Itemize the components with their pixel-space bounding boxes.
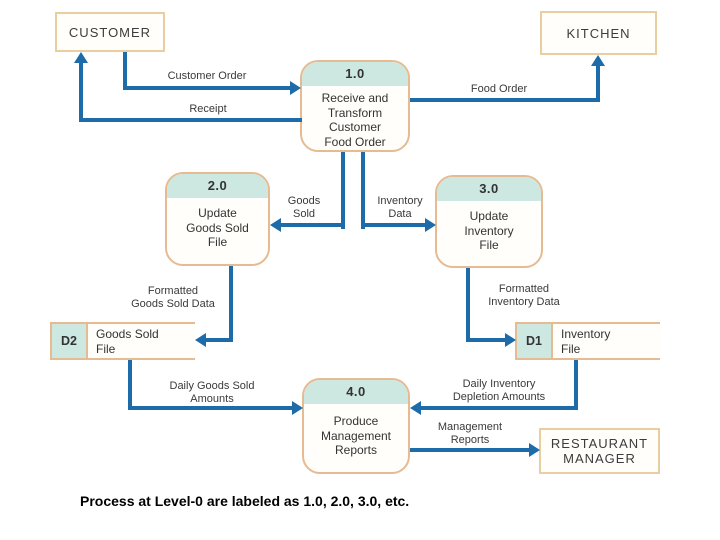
flow-label-management-reports: Management Reports	[412, 421, 528, 447]
data-store-name-line: Goods Sold	[96, 327, 159, 341]
flow-label-line: Sold	[292, 208, 316, 220]
flow-label-line: Food Order	[470, 83, 528, 95]
process-number: 4.0	[304, 380, 408, 406]
flow-label-line: Management	[437, 421, 503, 433]
flow-label-line: Inventory	[377, 195, 423, 207]
flow-line	[410, 448, 530, 452]
process-name-line: Update	[469, 209, 509, 223]
flow-label-line: Customer Order	[167, 70, 247, 82]
data-store-name-line: File	[561, 341, 581, 356]
arrowhead-icon	[505, 333, 516, 347]
arrowhead-icon	[529, 443, 540, 457]
flow-line	[123, 52, 127, 90]
process-3-0: 3.0 Update Inventory File	[435, 175, 543, 268]
flow-label-receipt: Receipt	[158, 103, 258, 116]
arrowhead-icon	[74, 52, 88, 63]
arrowhead-icon	[425, 218, 436, 232]
process-name: Update Goods Sold File	[167, 200, 268, 250]
flow-label-line: Depletion Amounts	[452, 391, 546, 403]
flow-line	[80, 118, 302, 122]
data-store-name-line: Inventory	[561, 327, 611, 341]
process-1-0: 1.0 Receive and Transform Customer Food …	[300, 60, 410, 152]
flow-label-formatted-inventory-data: Formatted Inventory Data	[454, 283, 594, 309]
arrowhead-icon	[591, 55, 605, 66]
flow-label-line: Daily Goods Sold	[169, 380, 255, 392]
flow-label-formatted-goods-sold-data: Formatted Goods Sold Data	[103, 285, 243, 311]
flow-label-line: Goods	[287, 195, 321, 207]
process-name-line: Food Order	[324, 134, 386, 149]
external-entity-kitchen: KITCHEN	[540, 11, 657, 55]
process-name-line: Transform	[327, 105, 383, 120]
process-number: 2.0	[167, 174, 268, 200]
flow-label-line: Goods Sold Data	[131, 298, 215, 310]
process-name-line: Inventory	[464, 223, 514, 238]
process-number: 3.0	[437, 177, 541, 203]
arrowhead-icon	[195, 333, 206, 347]
flow-line	[229, 266, 233, 342]
process-name-line: File	[207, 235, 228, 249]
process-4-0: 4.0 Produce Management Reports	[302, 378, 410, 474]
flow-line	[204, 338, 233, 342]
flow-line	[123, 86, 290, 90]
data-store-d1: D1 Inventory File	[515, 322, 660, 360]
flow-line	[419, 406, 578, 410]
flow-label-line: Reports	[450, 434, 490, 446]
flow-label-line: Daily Inventory	[462, 378, 536, 390]
flow-label-line: Inventory Data	[488, 296, 560, 308]
flow-line	[79, 60, 83, 122]
flow-line	[466, 268, 470, 342]
arrowhead-icon	[290, 81, 301, 95]
flow-line	[361, 223, 426, 227]
flow-line	[341, 152, 345, 229]
data-store-name-line: File	[96, 341, 116, 356]
data-store-id: D2	[52, 324, 88, 358]
flow-line	[279, 223, 345, 227]
arrowhead-icon	[410, 401, 421, 415]
entity-label: CUSTOMER	[68, 24, 152, 40]
data-store-id: D1	[517, 324, 553, 358]
flow-label-line: Amounts	[190, 393, 234, 405]
flow-line	[361, 152, 365, 229]
external-entity-restaurant-manager: RESTAURANT MANAGER	[539, 428, 660, 474]
data-store-name: Inventory File	[553, 324, 610, 358]
process-name-line: Management	[320, 428, 392, 443]
entity-label: KITCHEN	[566, 25, 631, 41]
entity-label: RESTAURANT MANAGER	[550, 436, 649, 466]
flow-line	[410, 98, 600, 102]
process-name-line: Receive and	[321, 91, 389, 105]
flow-line	[466, 338, 507, 342]
flow-label-line: Formatted	[147, 285, 199, 297]
flow-line	[574, 360, 578, 410]
process-name: Produce Management Reports	[304, 406, 408, 458]
flow-label-daily-inventory-depletion-amounts: Daily Inventory Depletion Amounts	[424, 378, 574, 404]
process-name-line: Produce	[333, 414, 379, 428]
process-name: Receive and Transform Customer Food Orde…	[302, 88, 408, 149]
flow-line	[128, 360, 132, 410]
flow-line	[128, 406, 293, 410]
flow-label-line: Data	[388, 208, 412, 220]
process-number: 1.0	[302, 62, 408, 88]
process-name-line: Goods Sold	[186, 220, 249, 235]
process-name-line: Reports	[334, 443, 378, 457]
flow-label-line: Receipt	[189, 103, 227, 115]
arrowhead-icon	[292, 401, 303, 415]
flow-label-goods-sold: Goods Sold	[269, 195, 339, 221]
data-store-name: Goods Sold File	[88, 324, 159, 358]
process-name: Update Inventory File	[437, 203, 541, 253]
process-name-line: Update	[198, 206, 237, 220]
external-entity-customer: CUSTOMER	[55, 12, 165, 52]
process-name-line: File	[479, 238, 499, 252]
flow-label-daily-goods-sold-amounts: Daily Goods Sold Amounts	[142, 380, 282, 406]
flow-label-food-order: Food Order	[449, 83, 549, 96]
flow-line	[596, 63, 600, 102]
process-name-line: Customer	[328, 120, 381, 134]
data-store-d2: D2 Goods Sold File	[50, 322, 195, 360]
process-2-0: 2.0 Update Goods Sold File	[165, 172, 270, 266]
flow-label-line: Formatted	[498, 283, 550, 295]
flow-label-inventory-data: Inventory Data	[360, 195, 440, 221]
flow-label-customer-order: Customer Order	[137, 70, 277, 83]
arrowhead-icon	[270, 218, 281, 232]
diagram-caption: Process at Level-0 are labeled as 1.0, 2…	[80, 493, 410, 509]
